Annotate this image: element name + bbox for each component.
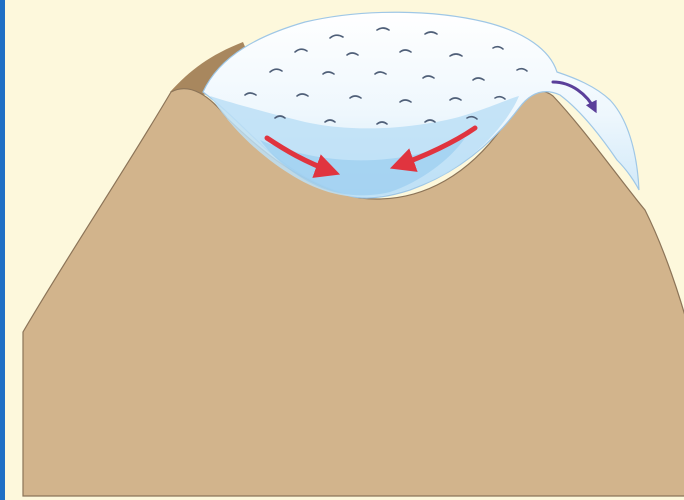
cirque-glacier-diagram [5,0,684,500]
